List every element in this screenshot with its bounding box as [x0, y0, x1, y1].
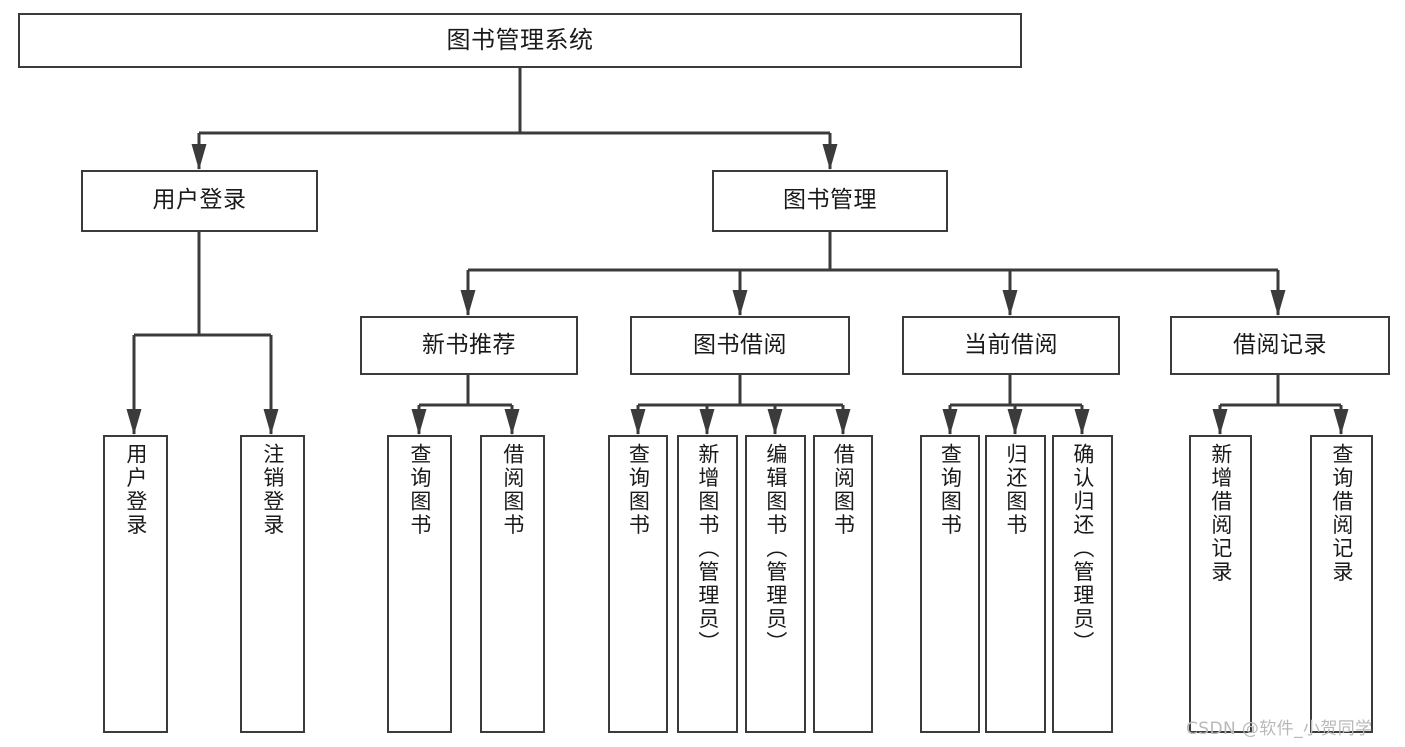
node-label: 图书借阅: [693, 331, 787, 358]
node-user-login[interactable]: 用户登录: [81, 170, 318, 232]
arrowhead-icon: [942, 409, 958, 435]
node-label: 借阅图书: [831, 443, 856, 537]
arrowhead-icon: [411, 409, 427, 435]
arrowhead-icon: [699, 409, 715, 435]
arrowhead-icon: [1212, 409, 1228, 435]
arrowhead-icon: [1007, 409, 1023, 435]
node-label: 新增借阅记录: [1208, 443, 1233, 584]
arrowhead-icon: [1333, 409, 1349, 435]
node-leaf-br-add[interactable]: 新增借阅记录: [1189, 435, 1252, 733]
arrowhead-icon: [630, 409, 646, 435]
node-leaf-bb-edit[interactable]: 编辑图书（管理员）: [745, 435, 806, 733]
node-label: 用户登录: [152, 187, 247, 214]
arrowhead-icon: [263, 409, 279, 435]
node-book-borrow[interactable]: 图书借阅: [630, 316, 850, 375]
arrowhead-icon: [835, 409, 851, 435]
node-leaf-bb-query[interactable]: 查询图书: [608, 435, 668, 733]
node-label: 图书管理: [783, 187, 877, 214]
node-label: 归还图书: [1003, 443, 1028, 537]
arrowhead-icon: [1002, 290, 1018, 316]
arrowhead-icon: [732, 290, 748, 316]
node-label: 注销登录: [260, 443, 285, 537]
node-label: 查询图书: [626, 443, 651, 537]
node-leaf-user-login[interactable]: 用户登录: [103, 435, 168, 733]
node-leaf-cb-return[interactable]: 归还图书: [985, 435, 1046, 733]
node-label: 确认归还（管理员）: [1070, 443, 1095, 655]
arrowhead-icon: [504, 409, 520, 435]
node-label: 用户登录: [123, 443, 148, 537]
node-label: 当前借阅: [964, 331, 1058, 358]
node-label: 查询借阅记录: [1329, 443, 1354, 584]
node-leaf-rec-borrow[interactable]: 借阅图书: [480, 435, 545, 733]
node-leaf-bb-add[interactable]: 新增图书（管理员）: [677, 435, 738, 733]
node-borrow-record[interactable]: 借阅记录: [1170, 316, 1390, 375]
node-label: 图书管理系统: [446, 26, 594, 55]
arrowhead-icon: [460, 290, 476, 316]
node-label: 新增图书（管理员）: [695, 443, 720, 655]
node-book-manage[interactable]: 图书管理: [712, 170, 948, 232]
node-current-borrow[interactable]: 当前借阅: [902, 316, 1120, 375]
arrowhead-icon: [1074, 409, 1090, 435]
node-leaf-cb-query[interactable]: 查询图书: [920, 435, 980, 733]
node-new-book-rec[interactable]: 新书推荐: [360, 316, 578, 375]
node-leaf-br-query[interactable]: 查询借阅记录: [1310, 435, 1373, 733]
node-label: 查询图书: [938, 443, 963, 537]
node-leaf-rec-query[interactable]: 查询图书: [387, 435, 452, 733]
node-leaf-cb-confirm[interactable]: 确认归还（管理员）: [1052, 435, 1113, 733]
arrowhead-icon: [126, 409, 142, 435]
arrowhead-icon: [822, 144, 838, 170]
node-leaf-logout[interactable]: 注销登录: [240, 435, 305, 733]
node-leaf-bb-borrow[interactable]: 借阅图书: [813, 435, 873, 733]
node-label: 查询图书: [407, 443, 432, 537]
arrowhead-icon: [191, 144, 207, 170]
node-label: 借阅记录: [1233, 331, 1327, 358]
node-label: 新书推荐: [422, 331, 516, 358]
node-label: 借阅图书: [500, 443, 525, 537]
arrowhead-icon: [1270, 290, 1286, 316]
node-label: 编辑图书（管理员）: [763, 443, 788, 655]
node-root[interactable]: 图书管理系统: [18, 13, 1022, 68]
arrowhead-icon: [767, 409, 783, 435]
